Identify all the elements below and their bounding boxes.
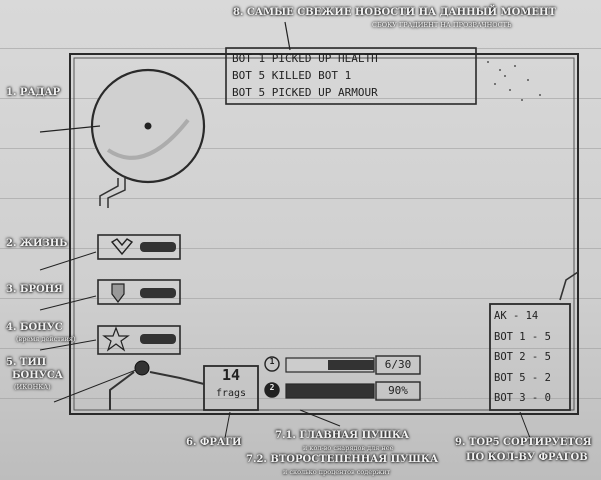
top5-entry: BOT 3 - 0	[494, 392, 551, 404]
main-gun-ammo-box	[375, 355, 421, 375]
news-title: 8. САМЫЕ СВЕЖИЕ НОВОСТИ НА ДАННЫЙ МОМЕНТ	[233, 7, 556, 18]
top5-entry: BOT 2 - 5	[494, 351, 551, 363]
second-gun-number: 2	[269, 383, 275, 392]
news-item: BOT 1 PICKED UP HEALTH	[232, 52, 378, 65]
radar-connector	[99, 178, 119, 206]
bonus-box	[97, 325, 181, 355]
second-gun-bar	[285, 383, 375, 399]
shield-icon	[111, 283, 125, 303]
radar-center	[144, 122, 152, 130]
top5-annotation-2: ПО КОЛ-ВУ ФРАГОВ	[466, 452, 588, 463]
weapon-connector	[149, 371, 205, 385]
frags-arrow	[224, 411, 231, 439]
frags-annotation: 6. ФРАГИ	[186, 437, 242, 448]
second-gun-sublabel: и сколько процентов содержит	[283, 468, 391, 476]
armor-arrow	[39, 295, 97, 311]
radar-arrow	[39, 125, 101, 133]
top5-entry: AK - 14	[494, 310, 539, 322]
main-gun-ammo: 6/30	[384, 358, 412, 371]
guns-arrow	[299, 409, 341, 427]
bonus-type-icon	[134, 360, 150, 376]
top5-annotation-1: 9. TOP5 СОРТИРУЕТСЯ	[455, 437, 592, 448]
second-gun-number-circle	[264, 382, 280, 398]
frags-box	[203, 365, 259, 411]
main-gun-number-circle	[264, 356, 280, 372]
top5-arrow	[519, 411, 531, 439]
screen-frame	[69, 53, 579, 415]
main-gun-number: 1	[269, 357, 275, 366]
top5-entry: BOT 1 - 5	[494, 330, 551, 343]
bonus-bar	[140, 334, 176, 344]
paper-rule	[0, 248, 601, 249]
news-gradient-dots	[487, 61, 541, 101]
bonus-label: 4. БОНУС	[6, 322, 63, 333]
bonus-type-label-1: 5. ТИП	[6, 357, 47, 368]
news-item: BOT 5 KILLED BOT 1	[232, 69, 352, 82]
star-icon	[102, 326, 130, 352]
news-subtitle: СБОКУ ГРАДИЕНТ НА ПРОЗРАЧНОСТЬ	[372, 21, 512, 29]
news-item: BOT 5 PICKED UP ARMOUR	[232, 86, 378, 99]
armor-box	[97, 279, 181, 305]
health-label: 2. ЖИЗНЬ	[6, 238, 68, 249]
paper-rule	[0, 348, 601, 349]
frags-value: 14	[221, 366, 241, 384]
bonus-type-label-2: БОНУСА	[12, 370, 63, 381]
paper-rule	[0, 198, 601, 199]
top5-list: AK - 14 BOT 1 - 5 BOT 2 - 5 BOT 5 - 2 BO…	[494, 306, 551, 409]
health-box	[97, 234, 181, 260]
second-gun-percent-box	[375, 381, 421, 401]
heart-icon	[110, 238, 134, 256]
second-gun-annotation: 7.2. ВТОРОСТЕПЕННАЯ ПУШКА	[246, 454, 439, 465]
health-bar	[140, 242, 176, 252]
news-arrow	[284, 21, 291, 51]
armor-label: 3. БРОНЯ	[6, 284, 63, 295]
health-arrow	[39, 251, 97, 271]
top5-connector	[559, 271, 579, 301]
second-gun-percent: 90%	[388, 384, 408, 397]
radar-connector	[107, 178, 126, 208]
bonus-connector	[109, 371, 135, 410]
main-gun-sublabel: и кол-во снарядов для нее	[303, 444, 394, 452]
radar-shading	[106, 118, 190, 160]
main-gun-bar-fill	[328, 360, 374, 370]
armor-bar	[140, 288, 176, 298]
paper-rule	[0, 148, 601, 149]
bonus-sublabel: (время действия)	[16, 335, 76, 343]
main-gun-annotation: 7.1. ГЛАВНАЯ ПУШКА	[275, 430, 410, 441]
frags-label: frags	[215, 388, 247, 399]
bonus-arrow	[39, 339, 97, 351]
news-feed-box	[225, 47, 477, 105]
top5-entry: BOT 5 - 2	[494, 371, 551, 384]
top5-panel	[489, 303, 571, 411]
paper-rule	[0, 98, 601, 99]
radar-label: 1. РАДАР	[6, 87, 61, 98]
bonus-type-sublabel: (ИКОНКА)	[14, 383, 51, 391]
paper-rule	[0, 298, 601, 299]
news-feed: BOT 1 PICKED UP HEALTH BOT 5 KILLED BOT …	[232, 50, 378, 101]
screen-frame-inner	[73, 57, 575, 411]
bonus-type-arrow	[53, 369, 137, 403]
